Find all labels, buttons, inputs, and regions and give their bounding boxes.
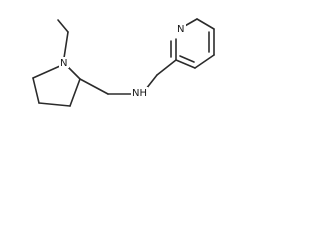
bond-pyrrolidine-n-c5	[32, 65, 61, 79]
molecule-structure: N NH N	[32, 18, 215, 107]
amine-label: NH	[132, 88, 147, 99]
ring-nitrogen-bg	[59, 57, 69, 68]
amine-bg	[131, 87, 148, 98]
bond-pyrrolidine-c4-c3	[38, 102, 71, 107]
bond-c2-ch2	[79, 78, 109, 95]
pyridine-nitrogen-label: N	[177, 24, 184, 35]
bond-nh-ch2	[145, 74, 158, 90]
bond-pyridine-c3-c2	[175, 59, 196, 69]
structure-canvas: N NH N	[0, 0, 216, 130]
pyridine-nitrogen-bg	[176, 23, 186, 34]
bond-pyrrolidine-c5-c4	[32, 77, 40, 104]
bond-pyrrolidine-c3-c2	[69, 78, 81, 107]
bond-pyridine-c3-c2-double	[179, 55, 195, 63]
bond-pyridine-c6-c5	[196, 18, 215, 30]
bond-pyrrolidine-c2-n	[67, 66, 81, 80]
bond-pyridine-c4-c3	[194, 54, 215, 69]
ring-nitrogen-label: N	[60, 58, 67, 69]
bond-ethyl-ch2-n	[63, 31, 69, 59]
bond-ch2-pyridine	[156, 59, 177, 76]
bond-ethyl-terminal	[57, 19, 69, 33]
